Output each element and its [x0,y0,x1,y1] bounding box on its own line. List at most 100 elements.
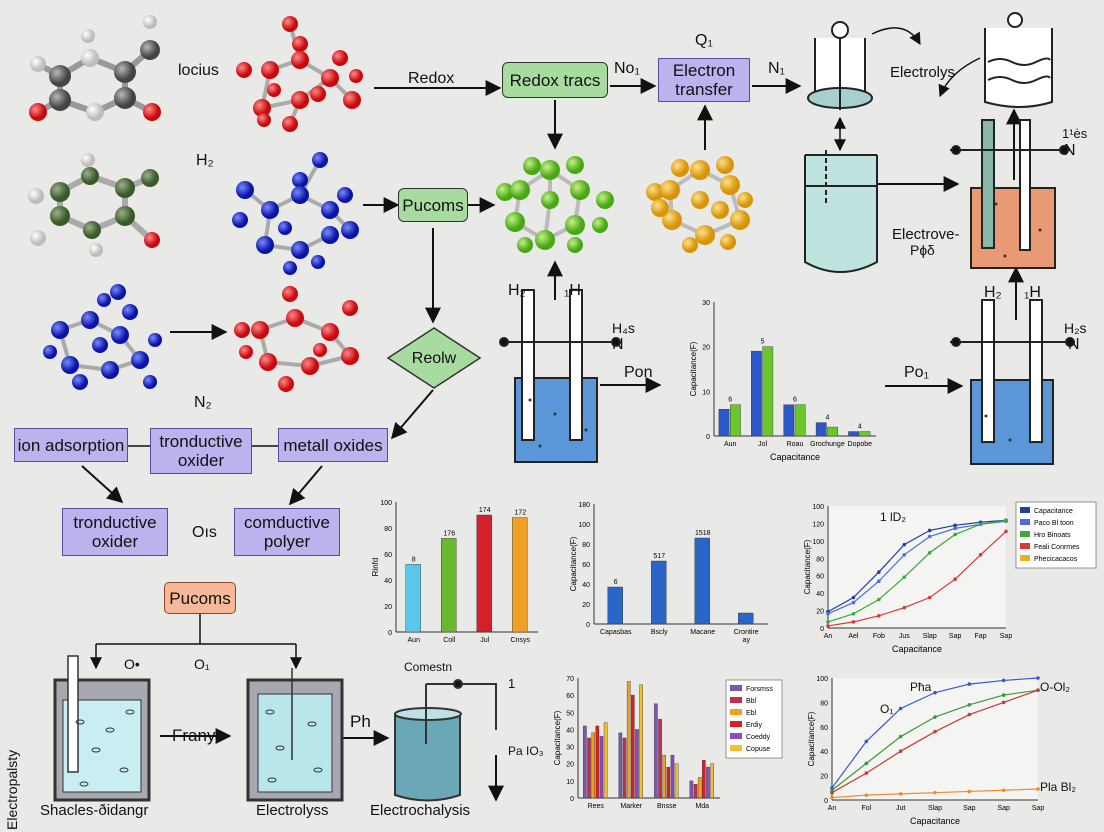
bar [783,404,795,437]
y-tick-label: 80 [820,700,828,707]
legend-swatch [730,709,742,715]
bar [751,350,762,437]
x-tick-label: Sap [963,805,976,812]
label-o-dot: O• [124,656,140,672]
x-tick-label: Sap [1032,805,1045,812]
data-point [953,577,957,581]
legend-label: Paco Bl toon [1034,520,1074,527]
bar [626,681,631,799]
y-tick-label: 40 [384,578,392,585]
bar [635,729,639,799]
y-tick-label: 20 [816,609,824,616]
box-ion-adsorption: ion adsorption [14,428,128,462]
data-point [851,595,856,600]
chart-c4: 100120100806040200Capacitance(F)Capacita… [803,501,1097,654]
bar [654,703,658,799]
series-line [827,520,1007,615]
y-tick-label: 80 [384,526,392,533]
label-o1: O₁ [194,656,210,672]
x-tick-label: An [828,805,837,812]
y-tick-label: 10 [566,779,574,786]
cylinder-beaker [804,150,878,273]
y-axis-label: Rinfd [371,558,380,577]
label-ols: Oıs [192,524,217,541]
bar [697,777,702,799]
y-tick-label: 80 [582,542,590,549]
label-o-ol2: O-Ol₂ [1040,680,1070,694]
y-tick-label: 20 [582,602,590,609]
bar [848,431,860,437]
legend-swatch [730,733,742,739]
x-tick-label: Mda [695,803,709,810]
data-point [902,605,907,610]
label-one: 1 [508,676,516,691]
y-tick-label: 60 [566,693,574,700]
x-tick-label: Bscly [651,629,668,636]
data-point [898,749,903,753]
legend-swatch [730,745,742,751]
y-tick-label: 40 [566,727,574,734]
x-tick-label: An [824,633,833,640]
bar [591,732,595,799]
electrolysis-cell-blue-right [950,299,1075,465]
x-tick-label: Macane [690,629,715,636]
label-n-right: N [1064,142,1076,159]
y-tick-label: 100 [380,500,392,507]
bar [689,780,694,799]
bar [706,766,710,799]
x-tick-label: Dopobe [848,441,873,448]
data-point [953,532,957,537]
label-ph: Ph [350,712,371,731]
data-point [877,614,881,618]
bar [476,514,492,633]
legend-swatch [730,697,742,703]
y-tick-label: 20 [820,774,828,781]
bar [670,754,675,799]
y-tick-label: 0 [824,798,828,805]
bar [587,737,591,799]
label-electrove: Electrove- [892,226,960,243]
label-redox: Redox [408,70,455,87]
y-tick-label: 180 [578,502,590,509]
label-one-h-right: ₁H [1024,284,1041,301]
tank-left [53,655,151,802]
y-axis-label: Capacitance(F) [803,539,812,594]
x-tick-label: Fol [861,805,871,812]
legend-swatch [1020,531,1030,537]
y-tick-label: 0 [586,622,590,629]
label-electropalsty: Electropalsty [4,749,20,830]
data-label: 4 [825,415,829,422]
data-point [1036,688,1040,692]
legend-swatch [1020,543,1030,549]
data-label: 4 [858,424,862,431]
data-point [978,522,983,527]
x-tick-label: Jol [758,441,767,448]
label-h2s-right: H₂s [1064,320,1087,336]
data-point [953,523,957,528]
label-no1: No₁ [614,60,640,77]
x-tick-label: Fap [975,633,987,640]
bar [827,426,838,437]
data-label: 176 [443,530,455,537]
bar [603,722,608,799]
x-tick-label: ay [743,637,751,644]
series-line [827,530,1007,627]
y-tick-label: 120 [812,521,824,528]
bar [512,517,528,633]
bar [693,784,698,799]
label-electrolyss: Electrolyss [256,802,329,819]
label-h2-mid: H₂ [508,282,526,299]
x-tick-label: Ael [848,633,859,640]
x-tick-label: Roau [787,441,804,448]
x-tick-label: Crontire [734,629,759,636]
legend-swatch [730,685,742,691]
data-point [933,715,937,719]
y-tick-label: 60 [582,562,590,569]
data-label: 1518 [695,530,711,537]
data-point [830,790,834,795]
bar [730,404,741,437]
y-tick-label: 100 [816,676,828,683]
y-tick-label: 60 [820,725,828,732]
